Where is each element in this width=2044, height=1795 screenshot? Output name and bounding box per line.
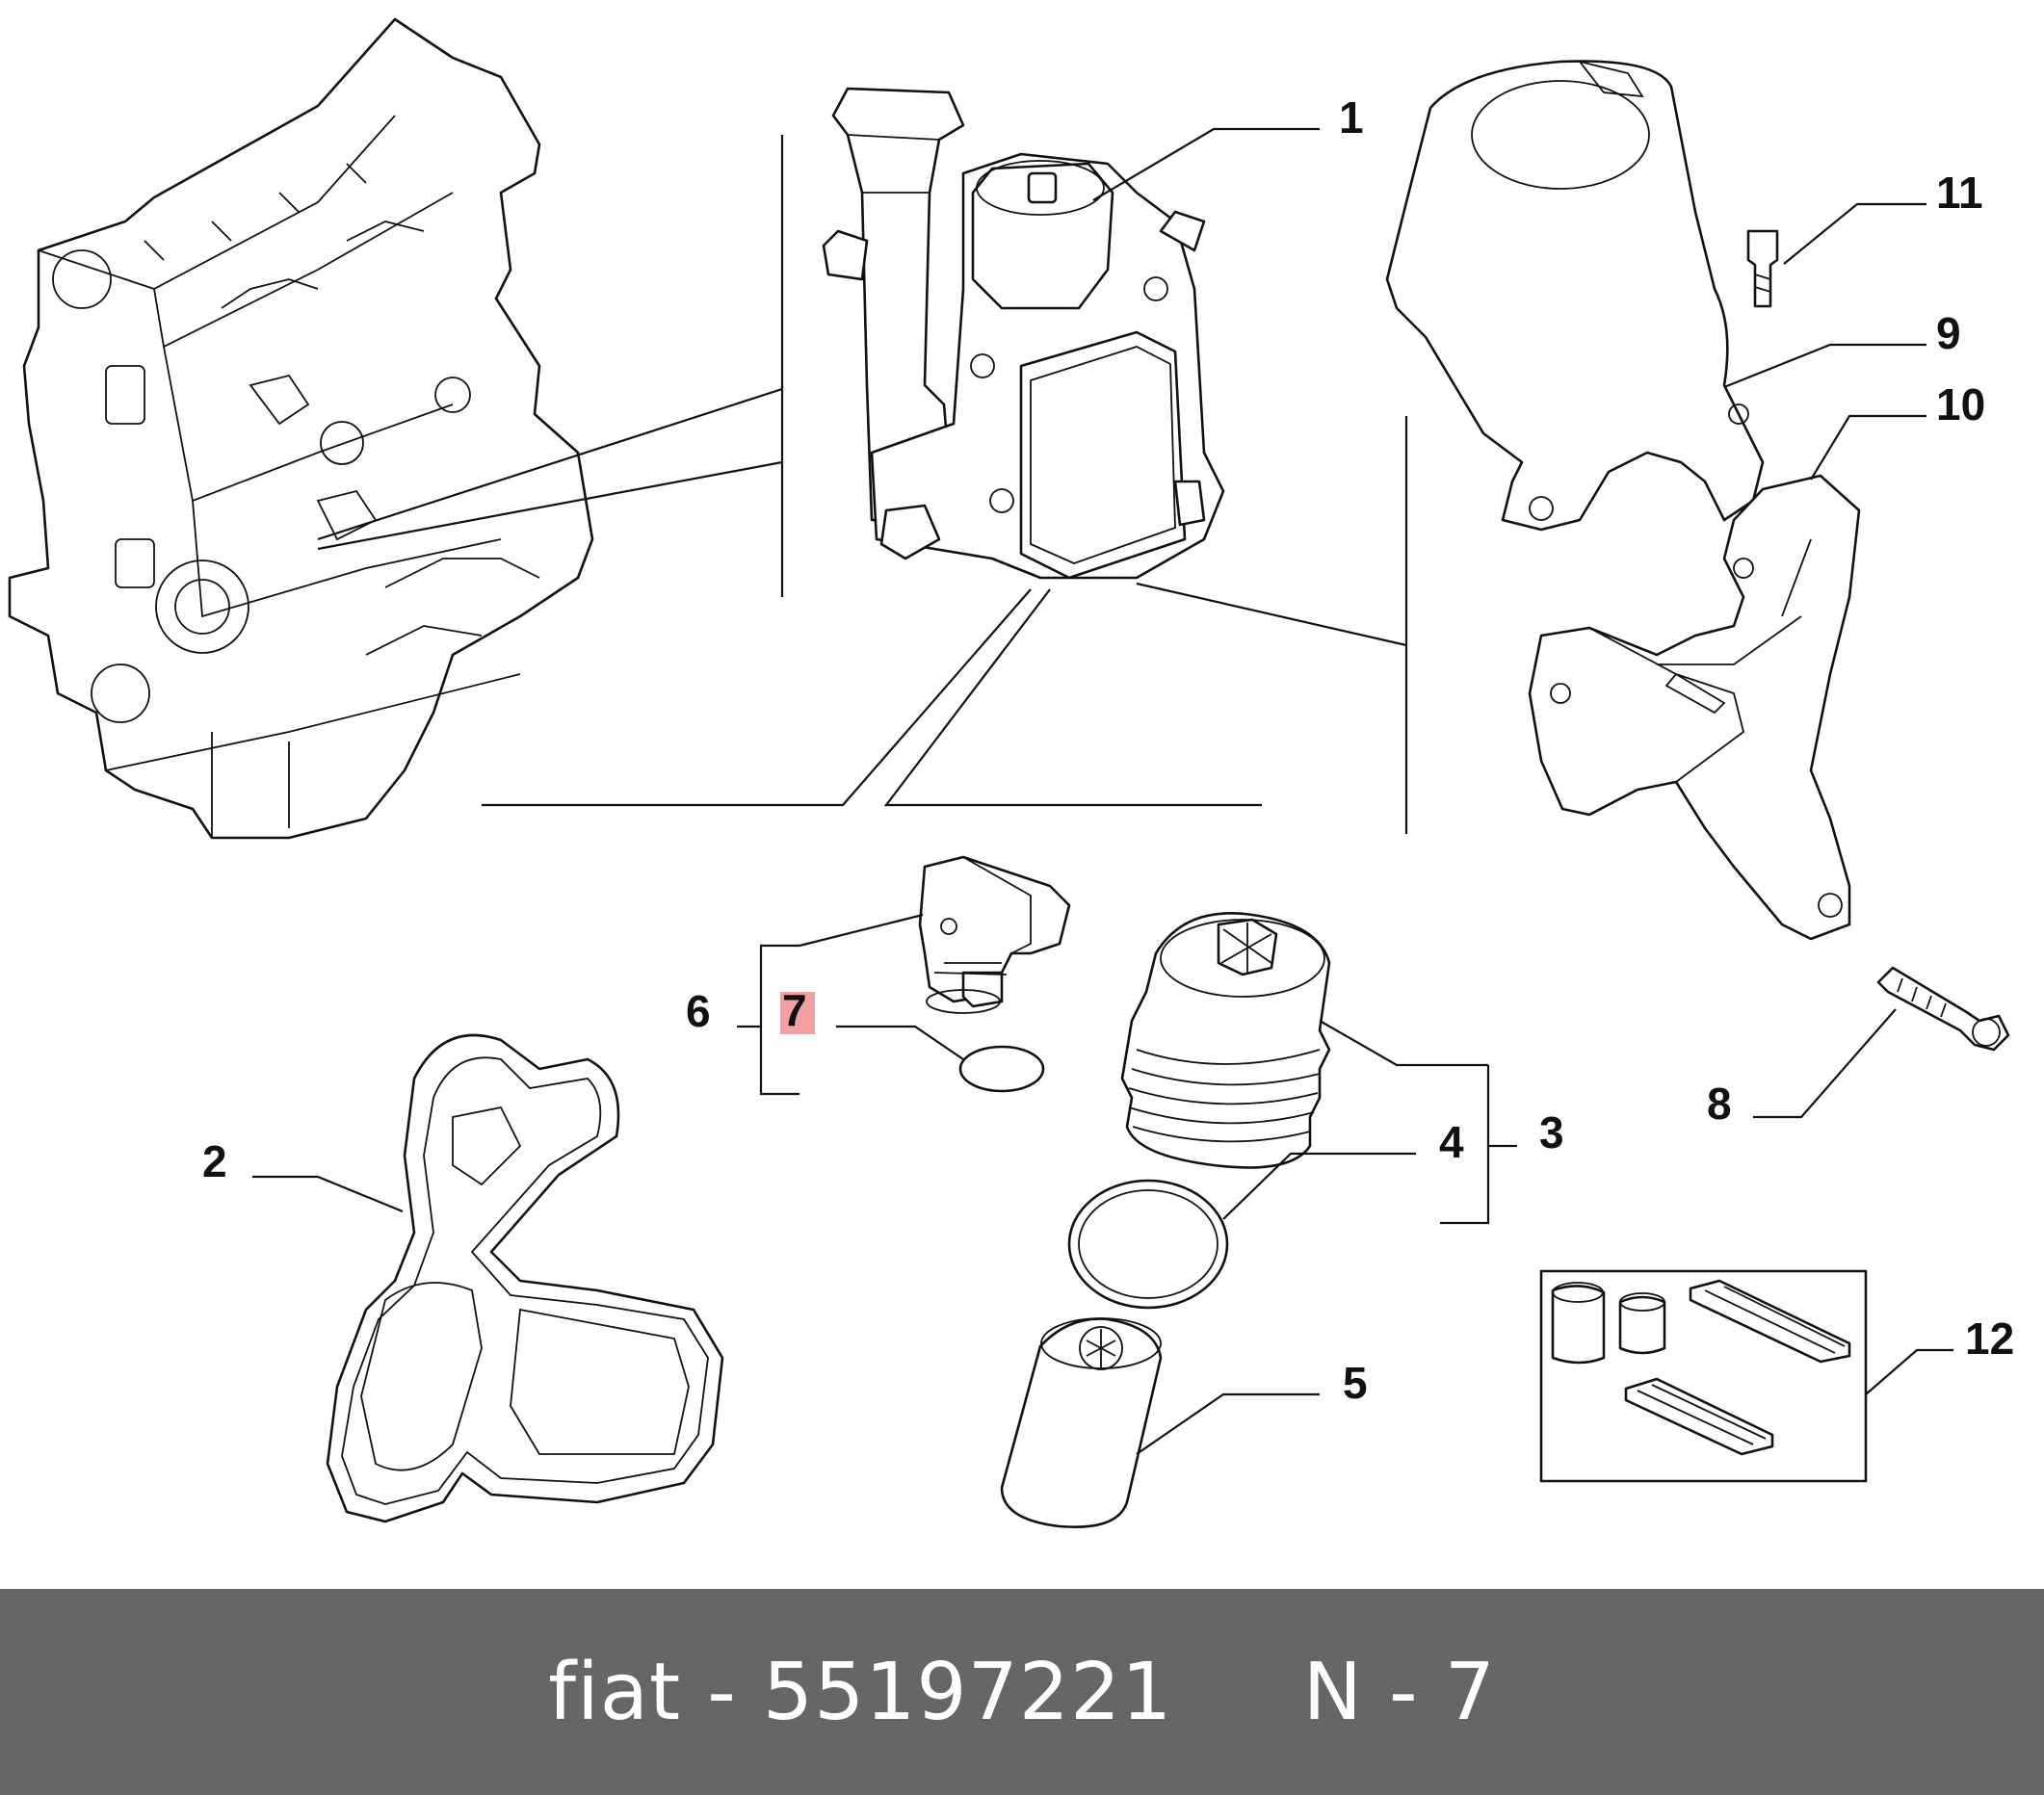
callout-4-leader (1222, 1152, 1416, 1220)
callout-12-leader (1865, 1348, 1953, 1395)
callout-8-leader (1753, 1008, 1897, 1119)
engine-block-illustration (8, 17, 594, 840)
callout-4: 4 (1439, 1117, 1464, 1167)
callout-7: 7 (782, 985, 807, 1035)
filter-kit-box (1539, 1269, 1868, 1483)
o-ring-small (958, 1045, 1045, 1093)
callout-3: 3 (1539, 1107, 1564, 1158)
caption-part-number: 55197221 (762, 1646, 1173, 1738)
callout-9: 9 (1936, 308, 1961, 358)
callout-9-leader (1723, 343, 1926, 389)
callout-5: 5 (1343, 1358, 1368, 1408)
callout-2: 2 (202, 1136, 227, 1186)
callout-11: 11 (1936, 168, 1983, 218)
callout-7-leader (836, 1025, 964, 1060)
screw-small (1746, 229, 1779, 308)
callout-3-leader-top (1319, 1020, 1488, 1067)
callout-6-link (799, 913, 924, 948)
caption-ref-prefix: N - (1302, 1646, 1445, 1738)
oil-filler-cap (918, 855, 1071, 1014)
housing-gasket (326, 1033, 724, 1523)
caption-gap (1172, 1647, 1302, 1738)
mounting-bracket (1528, 474, 1861, 941)
callout-12: 12 (1965, 1314, 2014, 1364)
caption-ref-number: 7 (1444, 1646, 1496, 1738)
exploded-parts-diagram: 1 9 11 10 8 (8, 17, 2014, 1528)
callout-1: 1 (1339, 92, 1364, 143)
bolt-flanged (1876, 966, 2010, 1052)
detail-frame-lines (482, 135, 1408, 834)
callout-2-leader (252, 1175, 404, 1213)
oil-filter-housing-module (822, 87, 1225, 580)
callout-1-leader (1092, 127, 1320, 201)
callout-10-leader (1810, 414, 1926, 481)
callout-6-bracket (759, 944, 799, 1096)
engine-pointer-line (317, 387, 783, 541)
filter-cover-gasket (1067, 1179, 1229, 1310)
oil-filter-cartridge (1000, 1317, 1163, 1528)
heat-shield-cover (1385, 60, 1765, 532)
callout-7-highlight (780, 992, 815, 1034)
caption-bar (0, 1589, 2044, 1795)
caption-brand: fiat (548, 1646, 682, 1738)
callout-3-bracket (1440, 1065, 1490, 1225)
callout-6: 6 (686, 986, 711, 1036)
callout-11-leader (1783, 202, 1926, 265)
engine-pointer-line-2 (317, 460, 783, 551)
caption-separator: - (681, 1646, 763, 1738)
callout-8: 8 (1707, 1079, 1732, 1129)
oil-filter-cover-assembly (1120, 912, 1331, 1169)
caption: fiat - 55197221 N - 7 (0, 1589, 2044, 1795)
callout-5-leader (1136, 1392, 1320, 1455)
callout-10: 10 (1936, 379, 1985, 429)
